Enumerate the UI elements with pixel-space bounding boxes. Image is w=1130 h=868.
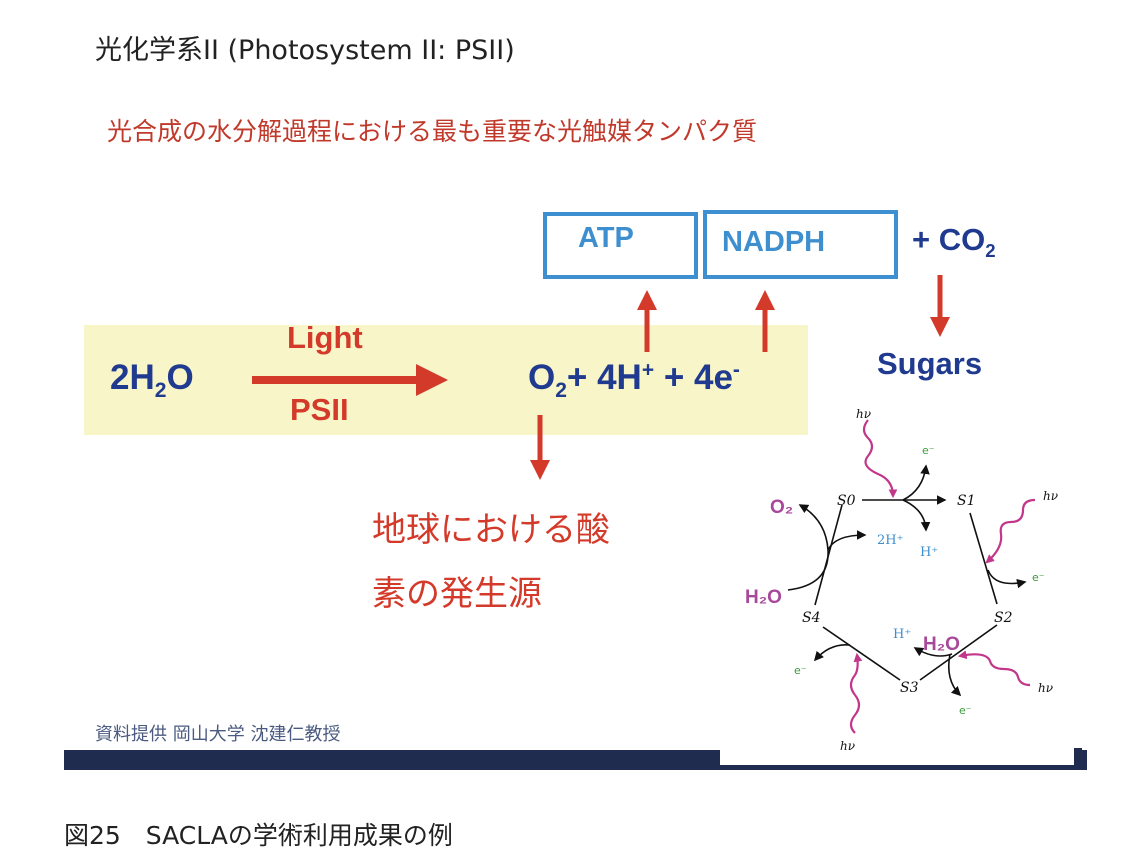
figure-caption: 図25 SACLAの学術利用成果の例 bbox=[64, 821, 453, 850]
photon-4 bbox=[849, 652, 863, 734]
co2-text: + CO bbox=[912, 222, 986, 257]
slide-subtitle: 光合成の水分解過程における最も重要な光触媒タンパク質 bbox=[107, 117, 758, 146]
photon-2 bbox=[985, 498, 1036, 564]
photon-1 bbox=[862, 419, 898, 499]
credit: 資料提供 岡山大学 沈建仁教授 bbox=[95, 724, 341, 745]
state-s2: S2 bbox=[994, 610, 1013, 626]
hv-label-3: hν bbox=[1038, 681, 1053, 695]
light-label: Light bbox=[287, 320, 363, 355]
psii-label: PSII bbox=[290, 392, 349, 427]
hv-label-2: hν bbox=[1043, 489, 1058, 503]
product-o: O bbox=[528, 358, 556, 397]
reactant-b: O bbox=[166, 358, 194, 397]
product-h: + 4H bbox=[566, 358, 642, 397]
reactant-a: 2H bbox=[110, 358, 155, 397]
photon-arrows bbox=[849, 419, 1036, 734]
electron-1: e⁻ bbox=[922, 444, 935, 457]
electron-4: e⁻ bbox=[959, 704, 972, 717]
co2-label: + CO2 bbox=[912, 222, 996, 262]
co2-sub: 2 bbox=[985, 240, 996, 262]
electron-3: e⁻ bbox=[794, 664, 807, 677]
oxygen-note-line2: 素の発生源 bbox=[372, 574, 542, 614]
state-s1: S1 bbox=[957, 493, 976, 509]
hv-label-4: hν bbox=[840, 739, 855, 753]
cycle-o2: O₂ bbox=[770, 497, 793, 518]
slide-title: 光化学系II (Photosystem II: PSII) bbox=[95, 35, 515, 66]
cycle-h2o-left: H₂O bbox=[745, 587, 782, 608]
reaction-products: O2+ 4H+ + 4e- bbox=[528, 358, 740, 403]
electron-2: e⁻ bbox=[1032, 571, 1045, 584]
state-s3: S3 bbox=[900, 680, 919, 696]
state-s0: S0 bbox=[837, 493, 856, 509]
proton-1: H⁺ bbox=[920, 545, 938, 560]
diagram-frame bbox=[720, 750, 1078, 765]
state-s4: S4 bbox=[802, 610, 821, 626]
proton-2: H⁺ bbox=[893, 627, 911, 642]
nadph-box bbox=[703, 210, 898, 279]
reactant-sub: 2 bbox=[154, 379, 167, 402]
sugars-label: Sugars bbox=[877, 346, 983, 381]
product-sup2: - bbox=[732, 358, 740, 382]
product-e: + 4e bbox=[654, 358, 733, 397]
atp-label: ATP bbox=[578, 222, 634, 254]
two-protons: 2H⁺ bbox=[877, 533, 903, 548]
oxygen-note-line1: 地球における酸 bbox=[372, 510, 610, 550]
reactant-water: 2H2O bbox=[110, 358, 194, 403]
photon-3 bbox=[957, 650, 1031, 687]
nadph-label: NADPH bbox=[722, 226, 826, 258]
hv-label-1: hν bbox=[856, 407, 871, 421]
cycle-h2o-right: H₂O bbox=[923, 634, 960, 655]
product-sup: + bbox=[641, 358, 655, 382]
atp-box bbox=[543, 212, 698, 279]
product-sub: 2 bbox=[555, 379, 567, 402]
